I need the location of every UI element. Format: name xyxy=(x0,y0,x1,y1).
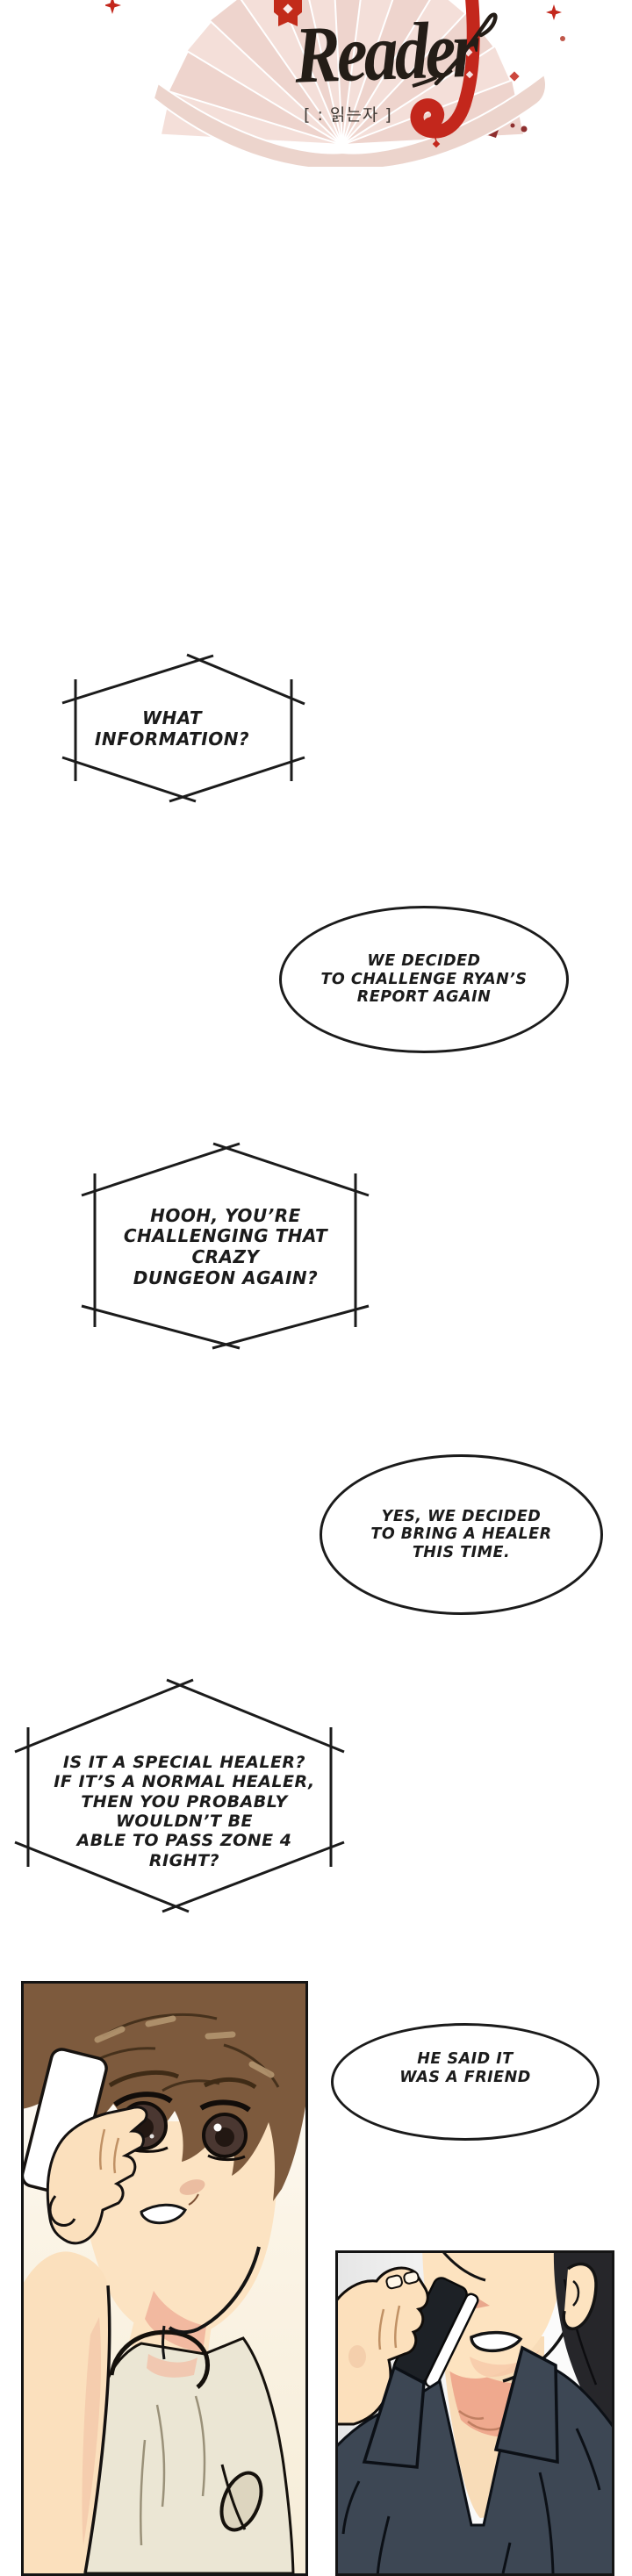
open-book-illustration xyxy=(105,0,565,167)
character-nose-mouth xyxy=(140,2179,261,2360)
character2-shirt xyxy=(338,2345,612,2573)
character2-ear xyxy=(562,2262,598,2331)
character-hand xyxy=(46,2106,148,2245)
speech-bubble-oval-2: WE DECIDED TO CHALLENGE RYAN’S REPORT AG… xyxy=(279,906,569,1053)
character-arm xyxy=(24,2251,111,2573)
panel-right-art xyxy=(338,2253,612,2573)
bubble-text: WHAT INFORMATION? xyxy=(94,707,250,750)
hexagon-outline xyxy=(61,653,305,803)
speech-bubble-hexagon-1: WHAT INFORMATION? xyxy=(35,639,309,813)
bubble-text: WE DECIDED TO CHALLENGE RYAN’S REPORT AG… xyxy=(320,952,528,1007)
red-letter-j xyxy=(410,0,480,148)
bubble-text: HOOH, YOU’RE CHALLENGING THAT CRAZY DUNG… xyxy=(123,1204,328,1288)
title-swash xyxy=(412,12,498,88)
bubble-text: YES, WE DECIDED TO BRING A HEALER THIS T… xyxy=(370,1507,552,1561)
speech-bubble-hexagon-5: IS IT A SPECIAL HEALER? IF IT’S A NORMAL… xyxy=(11,1670,358,1927)
bubble-text: HE SAID IT WAS A FRIEND xyxy=(399,2050,531,2086)
hexagon-outline xyxy=(81,1142,370,1350)
speech-bubble-oval-6: HE SAID IT WAS A FRIEND xyxy=(331,2023,600,2141)
comic-panel-right xyxy=(335,2250,614,2576)
book-pages xyxy=(152,0,547,167)
paint-specks xyxy=(488,123,528,138)
hexagon-outline xyxy=(14,1678,345,1913)
speech-bubble-oval-4: YES, WE DECIDED TO BRING A HEALER THIS T… xyxy=(320,1454,603,1615)
comic-panel-left xyxy=(21,1981,308,2576)
bookmark-icon xyxy=(274,0,302,26)
speech-bubble-hexagon-3: HOOH, YOU’RE CHALLENGING THAT CRAZY DUNG… xyxy=(79,1136,372,1359)
panel-left-art xyxy=(24,1984,305,2573)
bubble-text: IS IT A SPECIAL HEALER? IF IT’S A NORMAL… xyxy=(54,1752,315,1870)
series-subtitle-korean: [ : 읽는자 ] xyxy=(304,105,392,125)
book-rim xyxy=(152,73,547,167)
